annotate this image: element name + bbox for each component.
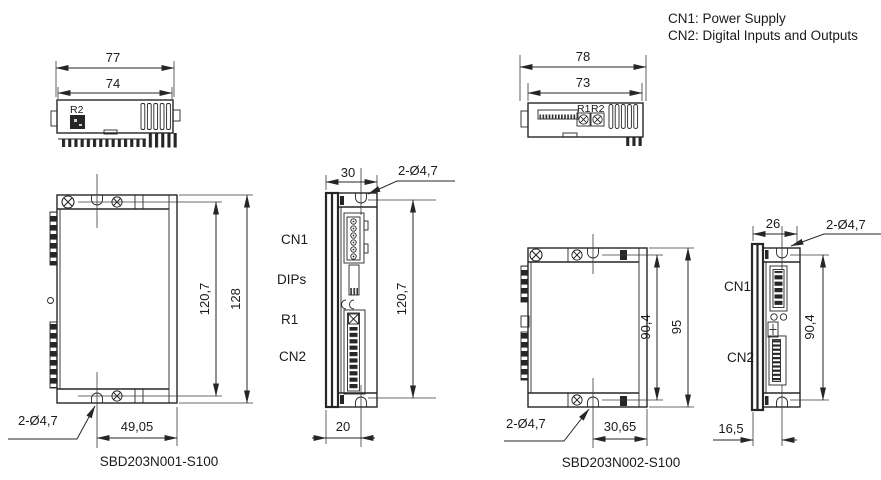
dim-height-overall-1: 128 (228, 288, 243, 310)
dip-switch (341, 264, 360, 310)
cn1-connector (769, 265, 788, 312)
dim-depth-2: 26 (766, 216, 780, 231)
edge-connector (537, 109, 579, 120)
dim-width-overall-2: 78 (576, 49, 590, 64)
label-cn2: CN2 (279, 349, 306, 364)
legend: CN1: Power Supply CN2: Digital Inputs an… (668, 11, 858, 43)
unit2-top-view: R1 R2 78 73 (519, 49, 647, 146)
vent-slots (608, 104, 639, 129)
unit2-front-view: 90,4 95 30,65 2-Ø4,7 SBD203N002-S100 (504, 234, 694, 470)
part-number-2: SBD203N002-S100 (562, 455, 681, 470)
label-r1: R1 (281, 312, 298, 327)
heatsink-teeth (626, 137, 644, 146)
dim-width-body-2: 73 (576, 75, 590, 90)
dim-slot-offset-1: 49,05 (121, 419, 154, 434)
dim-base-offset-2: 16,5 (718, 421, 743, 436)
edge-connector (49, 321, 58, 389)
dip-switch (767, 321, 779, 338)
dim-mount-spacing-1: 120,7 (197, 283, 212, 316)
edge-connector (520, 265, 529, 303)
pot-r2 (592, 114, 603, 125)
screw (571, 394, 583, 406)
legend-cn2: CN2: Digital Inputs and Outputs (668, 28, 858, 43)
leader-line (790, 233, 881, 247)
label-cn2: CN2 (727, 350, 754, 365)
hole-callout-2: 2-Ø4,7 (506, 416, 546, 431)
vent-slots (140, 103, 171, 130)
leader-line (8, 405, 96, 440)
legend-cn1: CN1: Power Supply (668, 11, 786, 26)
leader-line (367, 180, 455, 195)
pot-r2 (70, 115, 85, 129)
edge-connector (49, 211, 58, 266)
left-tab (520, 110, 529, 128)
leader-line (504, 408, 590, 442)
pot-r2-label: R2 (591, 103, 605, 115)
dim-mount-spacing-2: 90,4 (638, 314, 653, 339)
right-tab (172, 109, 181, 122)
dim-mount-spacing-side-2: 90,4 (802, 314, 817, 339)
pot-r1 (578, 114, 589, 125)
part-number-1: SBD203N001-S100 (100, 454, 219, 469)
pot-r1-label: R1 (577, 103, 591, 115)
unit2-side-view: CN1 CN2 26 2-Ø4,7 90,4 16,5 (713, 216, 881, 446)
hole-callout-side-2: 2-Ø4,7 (826, 217, 866, 232)
unit1-side-view: CN1 DIPs R1 CN2 30 2-Ø4,7 120,7 20 (277, 163, 455, 447)
edge-connector (520, 331, 529, 381)
heatsink-fins (146, 133, 178, 148)
screw (571, 249, 583, 261)
dim-width-overall-1: 77 (106, 50, 120, 65)
dim-slot-offset-2: 30,65 (604, 419, 637, 434)
screw (529, 248, 543, 262)
dim-mount-spacing-side-1: 120,7 (394, 283, 409, 316)
screw (61, 195, 75, 209)
heatsink-teeth (60, 139, 146, 147)
unit1-front-view: 120,7 128 49,05 2-Ø4,7 SBD203N001-S100 (8, 174, 253, 469)
pot-r2-label: R2 (70, 104, 84, 116)
dim-depth-1: 30 (341, 165, 355, 180)
unit1-top-view: R2 77 74 (50, 50, 181, 148)
left-tab (50, 110, 58, 127)
dim-base-offset-1: 20 (336, 419, 350, 434)
cn1-connector (343, 212, 369, 264)
label-cn1: CN1 (724, 279, 751, 294)
hole-callout-1: 2-Ø4,7 (18, 413, 58, 428)
cn2-connector (343, 309, 366, 395)
label-dips: DIPs (277, 272, 307, 287)
cn2-connector (768, 335, 787, 386)
hole-callout-side-1: 2-Ø4,7 (398, 163, 438, 178)
label-cn1: CN1 (281, 232, 308, 247)
dim-width-body-1: 74 (106, 76, 120, 91)
dim-height-overall-2: 95 (669, 320, 684, 334)
